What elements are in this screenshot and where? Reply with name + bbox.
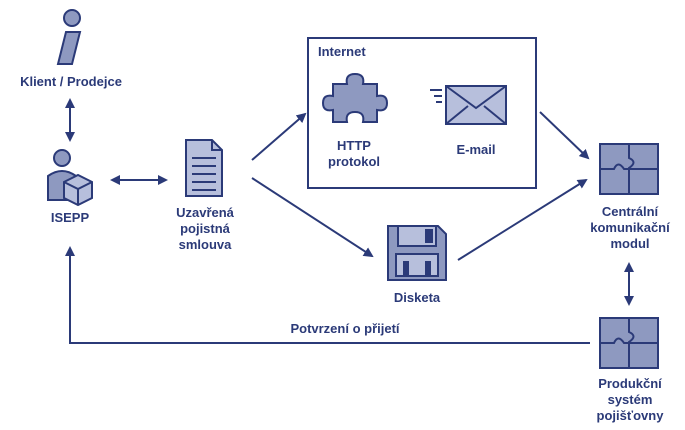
isepp-label: ISEPP (50, 210, 90, 225)
internet-label: Internet (318, 44, 366, 59)
person-box-icon (47, 149, 93, 207)
central-label-line-2: komunikační (590, 220, 670, 235)
contract-label: Uzavřená pojistná smlouva (160, 205, 250, 253)
arrow-disk-central (457, 178, 588, 261)
disk-label: Disketa (393, 290, 441, 305)
internet-box (307, 37, 537, 189)
production-label: Produkční systém pojišťovny (580, 376, 680, 424)
http-label-line-2: protokol (328, 154, 380, 169)
document-icon (185, 139, 223, 197)
arrow-contract-internet (251, 112, 307, 161)
http-label: HTTP protokol (318, 138, 390, 170)
production-label-line-3: pojišťovny (596, 408, 664, 423)
arrow-contract-disk (251, 177, 374, 258)
central-label-line-3: modul (610, 236, 650, 251)
http-label-line-1: HTTP (337, 138, 371, 153)
production-label-line-2: systém (607, 392, 653, 407)
puzzle-piece-icon (321, 72, 389, 123)
puzzle-block-icon (599, 317, 659, 369)
central-label-line-1: Centrální (601, 204, 659, 219)
arrow-internet-central (539, 111, 590, 160)
production-label-line-1: Produkční (598, 376, 662, 391)
floppy-disk-icon (387, 225, 447, 281)
puzzle-block-icon (599, 143, 659, 195)
contract-label-line-1: Uzavřená (176, 205, 234, 220)
central-label: Centrální komunikační modul (580, 204, 680, 252)
envelope-icon (430, 85, 507, 125)
client-label: Klient / Prodejce (20, 74, 122, 89)
email-label: E-mail (456, 142, 496, 157)
contract-label-line-3: smlouva (178, 237, 232, 252)
contract-label-line-2: pojistná (180, 221, 230, 236)
confirm-label: Potvrzení o přijetí (290, 321, 400, 336)
person-info-icon (56, 9, 82, 65)
arrow-confirm-return (65, 246, 590, 344)
